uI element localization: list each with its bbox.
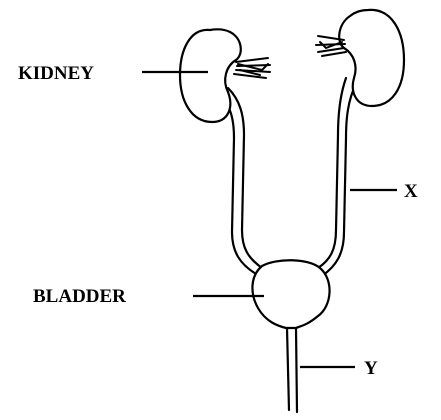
x-label: X: [404, 181, 418, 202]
bladder: [252, 260, 329, 328]
urethra: [287, 328, 297, 412]
y-label: Y: [364, 358, 378, 379]
bladder-label: BLADDER: [33, 286, 126, 307]
right-ureter: [318, 78, 356, 276]
kidney-label: KIDNEY: [18, 63, 94, 84]
right-kidney: [316, 10, 404, 106]
left-kidney: [180, 29, 270, 122]
